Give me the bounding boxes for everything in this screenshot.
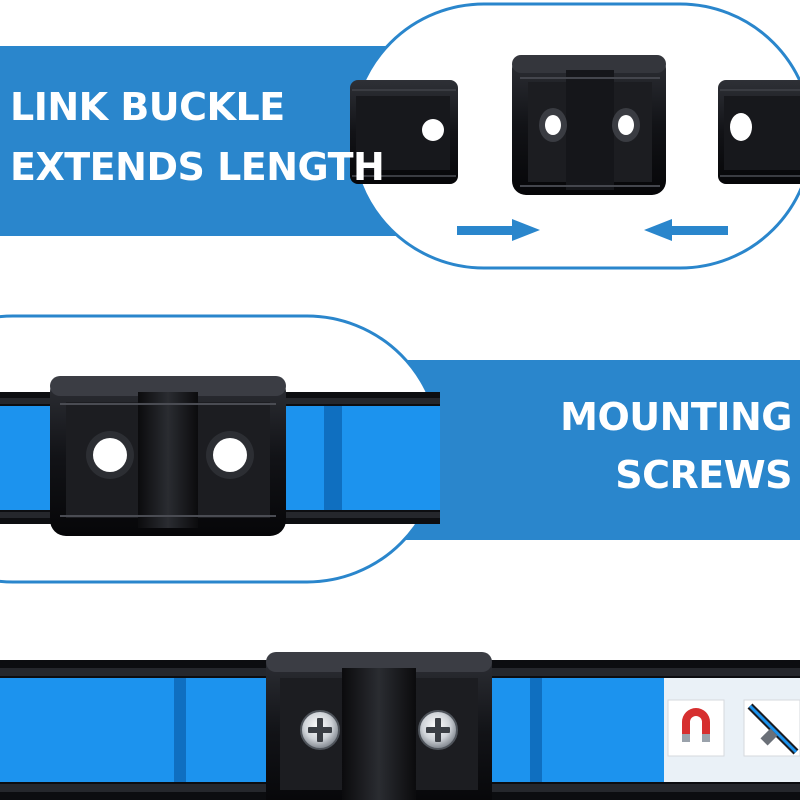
arrow-right-icon — [457, 219, 540, 241]
link-buckle-part — [512, 55, 666, 195]
panel-assembled-rail — [0, 652, 800, 800]
rail-end-left — [350, 80, 458, 184]
screw-hole-left — [86, 431, 134, 479]
mounting-screw-right — [418, 710, 458, 750]
magnet-icon — [667, 699, 725, 757]
caption-mounting-line1: MOUNTING — [560, 395, 792, 439]
panel-mounting-screws — [0, 314, 800, 584]
mounting-screw-left — [300, 710, 340, 750]
caption-band-middle — [370, 360, 800, 540]
screw-hole-right — [206, 431, 254, 479]
caption-link-buckle-line1: LINK BUCKLE — [10, 85, 285, 129]
caption-mounting-line2: SCREWS — [615, 453, 792, 497]
rail-assembly-middle — [0, 376, 440, 536]
arrow-left-icon — [644, 219, 728, 241]
assembled-buckle — [266, 652, 492, 800]
panel-link-buckle — [0, 2, 800, 270]
caption-link-buckle-line2: EXTENDS LENGTH — [10, 145, 385, 189]
rail-end-right — [718, 80, 800, 184]
rail-hanging-icon — [743, 699, 800, 757]
